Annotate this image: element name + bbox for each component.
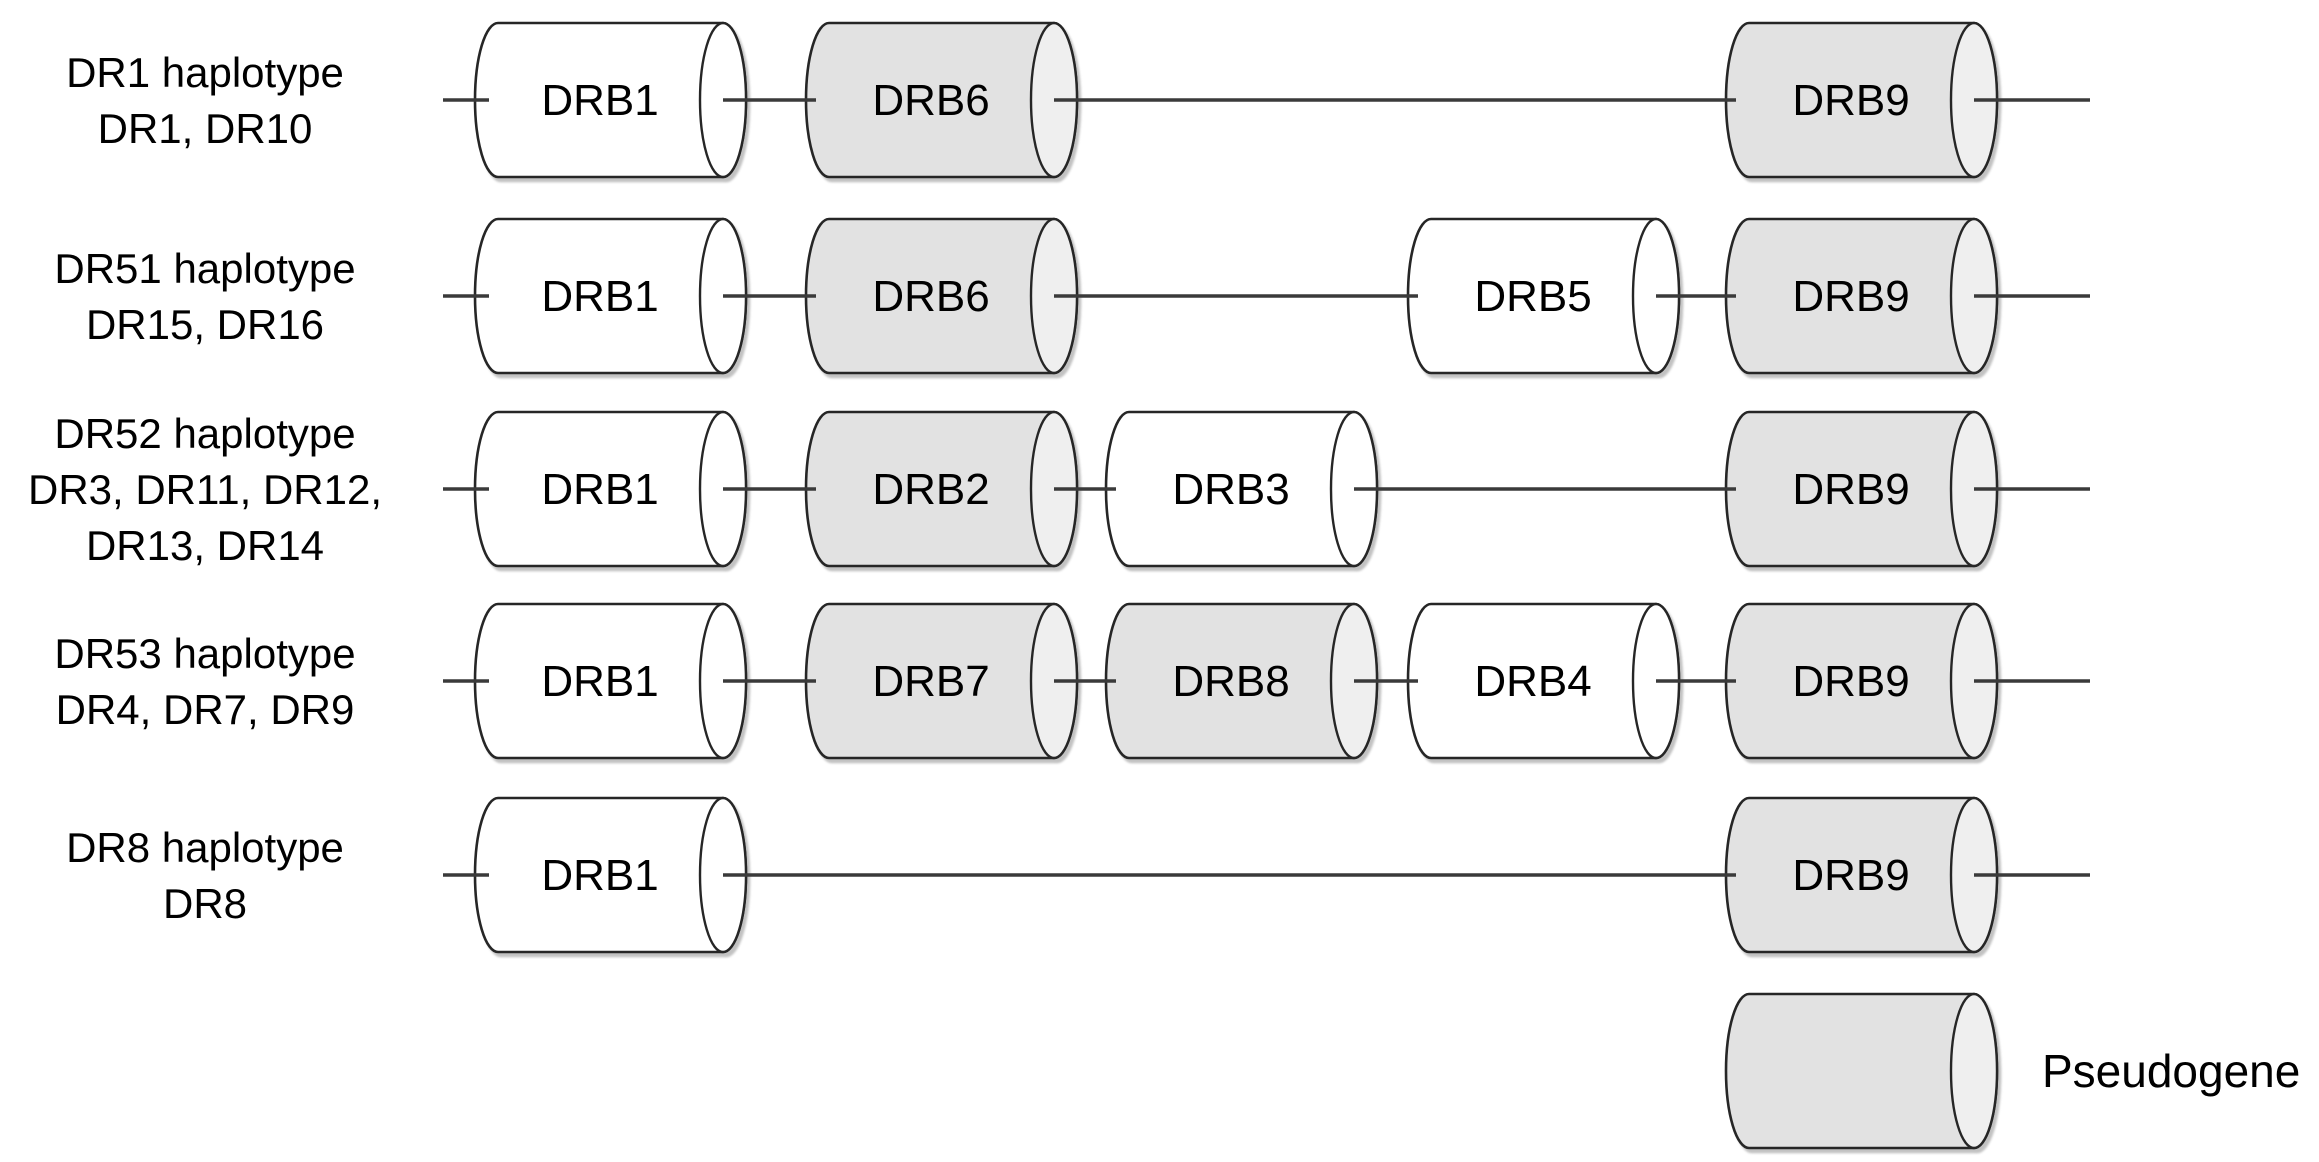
gene-label: DRB1 bbox=[541, 272, 658, 321]
gene-label: DRB6 bbox=[872, 76, 989, 125]
gene-cylinder-drb1: DRB1 bbox=[473, 602, 748, 760]
gene-cylinder-drb5: DRB5 bbox=[1406, 217, 1681, 375]
haplotype-row-dr8: DR8 haplotype DR8 DRB1 DRB9 bbox=[66, 796, 2090, 954]
gene-label: DRB8 bbox=[1172, 657, 1289, 706]
gene-cylinder-drb9: DRB9 bbox=[1724, 602, 1999, 760]
haplotype-label-line: DR8 haplotype bbox=[66, 824, 344, 871]
haplotype-label-line: DR51 haplotype bbox=[54, 245, 355, 292]
legend-label: Pseudogene bbox=[2042, 1045, 2300, 1097]
gene-label: DRB9 bbox=[1792, 657, 1909, 706]
gene-label: DRB9 bbox=[1792, 851, 1909, 900]
haplotype-label-line: DR8 bbox=[163, 880, 247, 927]
gene-label: DRB9 bbox=[1792, 76, 1909, 125]
legend: Pseudogene bbox=[1724, 992, 2300, 1150]
haplotype-label-line: DR4, DR7, DR9 bbox=[56, 686, 355, 733]
gene-cylinder-drb6: DRB6 bbox=[804, 217, 1079, 375]
haplotype-label-line: DR1 haplotype bbox=[66, 49, 344, 96]
gene-cylinder-drb7: DRB7 bbox=[804, 602, 1079, 760]
gene-cylinder-drb2: DRB2 bbox=[804, 410, 1079, 568]
haplotype-row-dr53: DR53 haplotype DR4, DR7, DR9 DRB1 DRB7 D… bbox=[54, 602, 2090, 760]
gene-cylinder-drb3: DRB3 bbox=[1104, 410, 1379, 568]
gene-label: DRB4 bbox=[1474, 657, 1591, 706]
gene-label: DRB6 bbox=[872, 272, 989, 321]
gene-cylinder-drb9: DRB9 bbox=[1724, 21, 1999, 179]
gene-label: DRB2 bbox=[872, 465, 989, 514]
gene-label: DRB5 bbox=[1474, 272, 1591, 321]
haplotype-label-line: DR1, DR10 bbox=[98, 105, 313, 152]
gene-label: DRB3 bbox=[1172, 465, 1289, 514]
haplotype-label-line: DR13, DR14 bbox=[86, 522, 324, 569]
gene-cylinder-drb8: DRB8 bbox=[1104, 602, 1379, 760]
haplotype-row-dr51: DR51 haplotype DR15, DR16 DRB1 DRB6 DRB5… bbox=[54, 217, 2090, 375]
haplotype-label-line: DR15, DR16 bbox=[86, 301, 324, 348]
cylinder-cap bbox=[1949, 992, 1999, 1150]
gene-cylinder-drb9: DRB9 bbox=[1724, 410, 1999, 568]
gene-cylinder-drb1: DRB1 bbox=[473, 21, 748, 179]
haplotype-label-line: DR3, DR11, DR12, bbox=[28, 466, 382, 513]
gene-label: DRB1 bbox=[541, 851, 658, 900]
gene-cylinder-drb1: DRB1 bbox=[473, 796, 748, 954]
gene-cylinder-drb9: DRB9 bbox=[1724, 217, 1999, 375]
gene-label: DRB7 bbox=[872, 657, 989, 706]
haplotype-row-dr52: DR52 haplotype DR3, DR11, DR12, DR13, DR… bbox=[28, 410, 2090, 569]
gene-cylinder-drb9: DRB9 bbox=[1724, 796, 1999, 954]
gene-label: DRB1 bbox=[541, 76, 658, 125]
haplotype-label-line: DR53 haplotype bbox=[54, 630, 355, 677]
gene-cylinder-drb6: DRB6 bbox=[804, 21, 1079, 179]
gene-label: DRB1 bbox=[541, 657, 658, 706]
gene-label: DRB9 bbox=[1792, 465, 1909, 514]
haplotype-row-dr1: DR1 haplotype DR1, DR10 DRB1 DRB6 DRB9 bbox=[66, 21, 2090, 179]
gene-cylinder-drb4: DRB4 bbox=[1406, 602, 1681, 760]
gene-cylinder-drb1: DRB1 bbox=[473, 410, 748, 568]
gene-label: DRB1 bbox=[541, 465, 658, 514]
gene-label: DRB9 bbox=[1792, 272, 1909, 321]
legend-pseudogene-cylinder bbox=[1724, 992, 1999, 1150]
gene-cylinder-drb1: DRB1 bbox=[473, 217, 748, 375]
haplotype-label-line: DR52 haplotype bbox=[54, 410, 355, 457]
